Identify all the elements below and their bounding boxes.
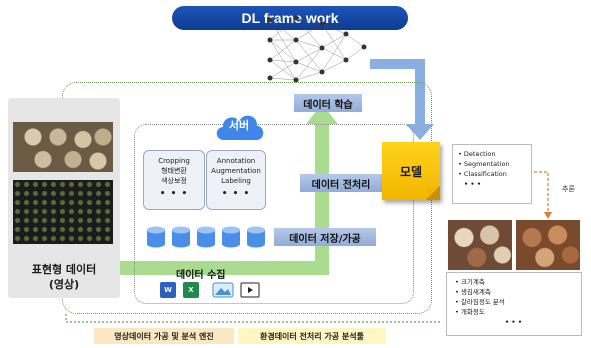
- seedling-tray-photo: [13, 180, 113, 244]
- database-icon: [197, 226, 215, 248]
- model-corner-fold: [426, 186, 440, 200]
- stage-storage-label: 데이터 저장/가공: [274, 228, 376, 246]
- neural-network-icon: [267, 15, 367, 83]
- stage-collection-label: 데이터 수집: [176, 270, 226, 281]
- word-file-icon: W: [160, 282, 176, 298]
- annotation-more: • • •: [221, 189, 251, 199]
- collection-to-train-arrowhead: [306, 104, 338, 124]
- tasks-more: • • •: [464, 180, 481, 188]
- collection-to-train-arrow: [120, 122, 329, 275]
- inference-arrowhead: [544, 212, 552, 219]
- database-icon: [247, 226, 265, 248]
- inference-label: 추론: [562, 185, 575, 193]
- measurement-shape: • 생김새계측: [455, 288, 491, 296]
- preprocess-methods-box: Cropping 형태변환 색상보정 • • •: [143, 150, 205, 210]
- result-photo-1: [448, 220, 512, 270]
- phenotype-label: 표현형 데이터 (영상): [8, 258, 120, 296]
- train-to-model-arrowhead: [406, 124, 434, 140]
- preprocess-more: • • •: [159, 189, 189, 199]
- database-icon: [172, 226, 190, 248]
- model-box: 모델: [382, 142, 440, 200]
- preprocess-method-2: 형태변환: [161, 167, 187, 175]
- image-engine-label: 영상데이터 가공 및 분석 엔진: [94, 328, 234, 344]
- inference-arrow: [534, 171, 549, 214]
- measurements-box: • 크기계측 • 생김새계측 • 갈라짐정도 분석 • 개화정도 • • •: [446, 272, 582, 336]
- annotation-method-3: Labeling: [221, 177, 251, 185]
- database-icon: [222, 226, 240, 248]
- task-classification: • Classification: [458, 170, 507, 178]
- framework-banner: DL frame work: [172, 6, 408, 30]
- annotation-method-2: Augmentation: [211, 167, 261, 175]
- database-icon: [147, 226, 165, 248]
- feedback-line: [65, 314, 440, 323]
- annotation-methods-box: Annotation Augmentation Labeling • • •: [206, 150, 266, 210]
- measurement-size: • 크기계측: [455, 278, 485, 286]
- stage-training-label: 데이터 학습: [294, 94, 362, 112]
- measurement-crack: • 갈라짐정도 분석: [455, 298, 505, 306]
- cloud-icon: [216, 115, 264, 140]
- annotation-method-1: Annotation: [216, 157, 256, 165]
- measurements-more: • • •: [505, 318, 522, 326]
- image-file-icon: [212, 282, 234, 298]
- preprocess-method-1: Cropping: [158, 157, 190, 165]
- result-photo-2: [516, 220, 580, 270]
- server-label: 서버: [228, 119, 250, 132]
- video-file-icon: [240, 282, 260, 298]
- seed-photo: [13, 122, 113, 172]
- phenotype-title: 표현형 데이터: [31, 263, 97, 276]
- train-to-model-arrow: [370, 59, 425, 126]
- excel-file-icon: X: [183, 282, 199, 298]
- task-segmentation: • Segmentation: [458, 160, 510, 168]
- measurement-flowering: • 개화정도: [455, 308, 485, 316]
- task-detection: • Detection: [458, 150, 496, 158]
- preprocess-method-3: 색상보정: [161, 177, 187, 185]
- model-tasks-box: • Detection • Segmentation • Classificat…: [452, 144, 532, 204]
- phenotype-subtitle: (영상): [48, 278, 80, 291]
- env-tool-label: 환경데이터 전처리 가공 분석툴: [238, 328, 386, 344]
- server-frame: [134, 124, 414, 304]
- stage-preprocessing-label: 데이터 전처리: [300, 174, 382, 192]
